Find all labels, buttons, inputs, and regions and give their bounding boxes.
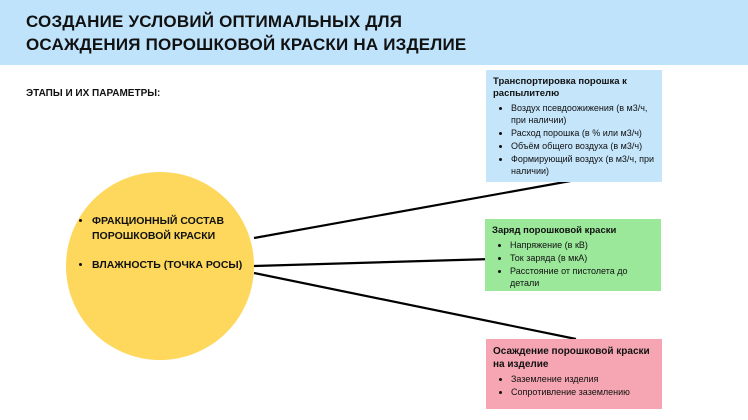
list-item: Расстояние от пистолета до детали [510,265,655,289]
box-title-charge: Заряд порошковой краски [492,225,617,236]
connector-line-deposition [253,271,577,341]
box-title-deposition: Осаждение порошковой краски на изделие [493,346,650,370]
list-item: Заземление изделия [511,373,656,385]
parameters-circle: ФРАКЦИОННЫЙ СОСТАВ ПОРОШКОВОЙ КРАСКИ ВЛА… [66,172,254,360]
list-item: Ток заряда (в мкА) [510,252,655,264]
circle-list: ФРАКЦИОННЫЙ СОСТАВ ПОРОШКОВОЙ КРАСКИ ВЛА… [78,214,252,287]
circle-item-fraction: ФРАКЦИОННЫЙ СОСТАВ ПОРОШКОВОЙ КРАСКИ [92,214,252,244]
list-item: Расход порошка (в % или м3/ч) [511,127,656,139]
list-item: Сопротивление заземлению [511,386,656,398]
list-item: Объём общего воздуха (в м3/ч) [511,140,656,152]
title-line-2: ОСАЖДЕНИЯ ПОРОШКОВОЙ КРАСКИ НА ИЗДЕЛИЕ [26,35,467,54]
list-item: Напряжение (в кВ) [510,239,655,251]
box-powder-deposition: Осаждение порошковой краски на изделие З… [486,339,662,409]
box-list-transport: Воздух псевдоожижения (в м3/ч, при налич… [493,102,656,177]
connector-line-transport [253,178,577,240]
title-line-1: СОЗДАНИЕ УСЛОВИЙ ОПТИМАЛЬНЫХ ДЛЯ [26,12,403,31]
box-list-deposition: Заземление изделия Сопротивление заземле… [493,373,656,398]
list-item: Формирующий воздух (в м3/ч, при наличии) [511,153,656,177]
stages-label: ЭТАПЫ И ИХ ПАРАМЕТРЫ: [26,88,161,99]
box-list-charge: Напряжение (в кВ) Ток заряда (в мкА) Рас… [492,239,655,289]
header-banner: СОЗДАНИЕ УСЛОВИЙ ОПТИМАЛЬНЫХ ДЛЯ ОСАЖДЕН… [0,0,748,65]
box-powder-charge: Заряд порошковой краски Напряжение (в кВ… [485,219,661,291]
page-title: СОЗДАНИЕ УСЛОВИЙ ОПТИМАЛЬНЫХ ДЛЯ ОСАЖДЕН… [26,10,726,56]
list-item: Воздух псевдоожижения (в м3/ч, при налич… [511,102,656,126]
box-powder-transport: Транспортировка порошка к распылителю Во… [486,70,662,182]
circle-item-humidity: ВЛАЖНОСТЬ (ТОЧКА РОСЫ) [92,258,252,273]
box-title-transport: Транспортировка порошка к распылителю [493,76,627,99]
